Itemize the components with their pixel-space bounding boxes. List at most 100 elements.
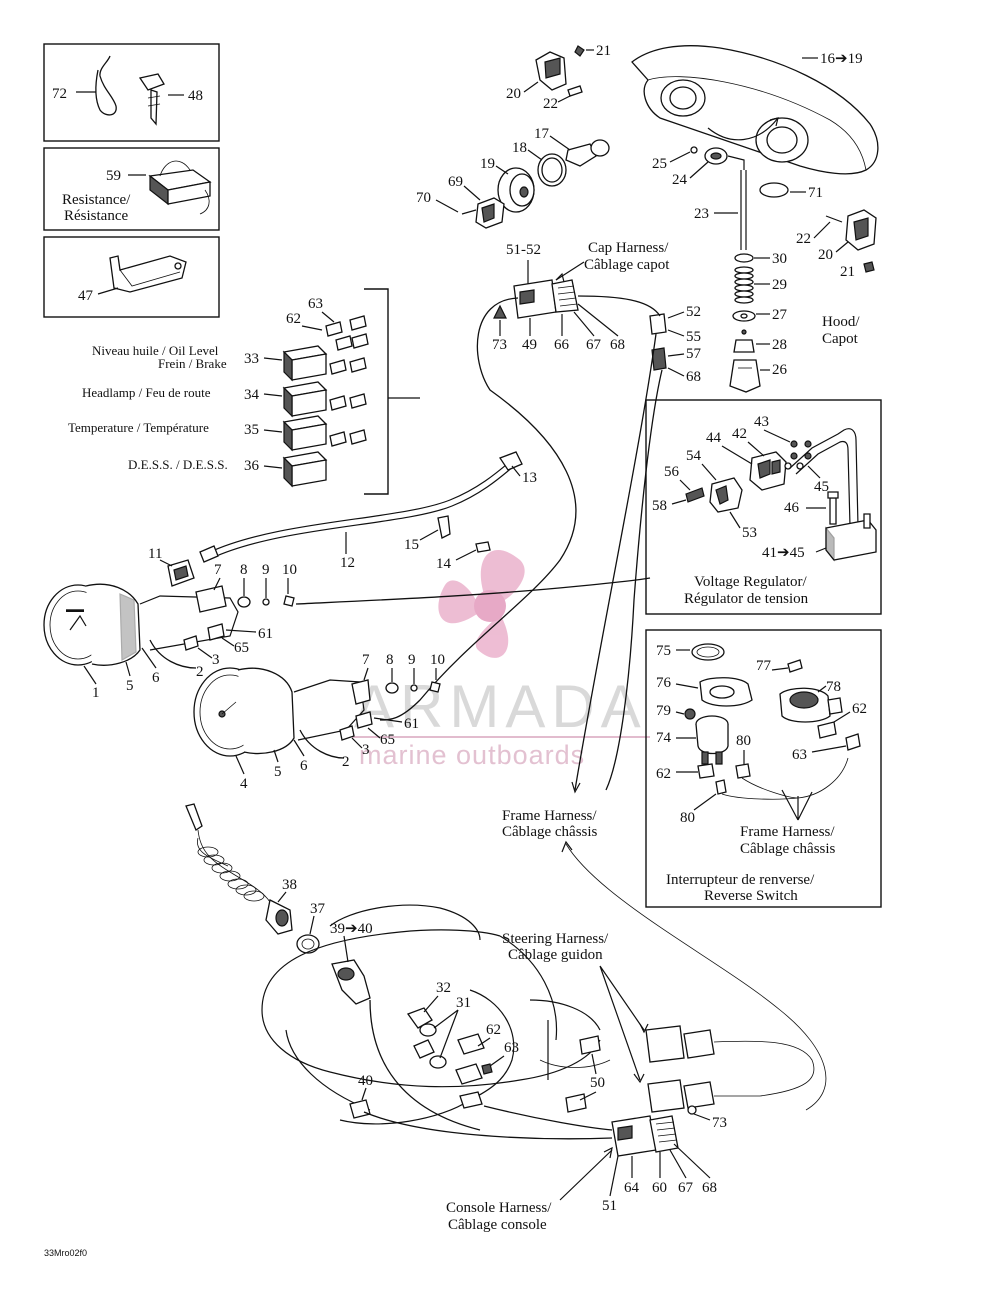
callout-5-lower: 5 — [274, 764, 282, 780]
console-switches: 32 31 62 63 50 40 — [349, 980, 605, 1119]
frame-harness-switch-label-fr: Câblage châssis — [740, 841, 836, 857]
callout-63-switch: 63 — [792, 747, 807, 763]
callout-51-52: 51-52 — [506, 242, 541, 258]
callout-66: 66 — [554, 337, 570, 353]
lamp-oil — [282, 345, 328, 382]
callout-1: 1 — [92, 685, 100, 701]
callout-77: 77 — [756, 658, 772, 674]
callout-22-right: 22 — [796, 231, 811, 247]
callout-7-lower: 7 — [362, 652, 370, 668]
brake-label: Frein / Brake — [158, 356, 227, 371]
callout-63-console: 63 — [504, 1040, 519, 1056]
console-harness-label-fr: Câblage console — [448, 1217, 547, 1233]
voltage-regulator-label-en: Voltage Regulator/ — [694, 574, 807, 590]
callout-60: 60 — [652, 1180, 667, 1196]
callout-76: 76 — [656, 675, 672, 691]
callout-20-right: 20 — [818, 247, 833, 263]
terminals-43 — [784, 440, 812, 470]
drawing-code: 33Mro02f0 — [44, 1248, 87, 1258]
indicator-lamps: 63 62 Niveau huile / Oil Level Frein / B… — [68, 288, 420, 495]
callout-32: 32 — [436, 980, 451, 996]
callout-62-switch-lower: 62 — [656, 766, 671, 782]
callout-9-lower: 9 — [408, 652, 416, 668]
dess-key-assembly: 38 37 39➔40 — [185, 803, 373, 1005]
svg-text:▬▬: ▬▬ — [66, 604, 84, 614]
steering-harness: Steering Harness/ Câblage guidon 73 — [502, 931, 815, 1131]
callout-42: 42 — [732, 426, 747, 442]
callout-61-upper: 61 — [258, 626, 273, 642]
callout-35: 35 — [244, 422, 259, 438]
reverse-switch-box: 75 77 76 78 79 74 80 62 63 62 — [645, 629, 882, 908]
callout-21-right: 21 — [840, 264, 855, 280]
box-resistance: 59 Resistance/ Résistance — [43, 147, 220, 231]
spring-29 — [734, 266, 754, 304]
callout-10-upper: 10 — [282, 562, 297, 578]
callout-67-lower: 67 — [678, 1180, 694, 1196]
gauge-lower: 7 8 9 10 61 65 3 2 4 5 6 — [193, 652, 445, 792]
callout-69: 69 — [448, 174, 463, 190]
callout-62-console: 62 — [486, 1022, 501, 1038]
callout-2-lower: 2 — [342, 754, 350, 770]
callout-18: 18 — [512, 140, 527, 156]
callout-37: 37 — [310, 901, 326, 917]
callout-61-lower: 61 — [404, 716, 419, 732]
callout-51: 51 — [602, 1198, 617, 1214]
gauge-upper: ▬▬ 11 7 8 9 10 61 65 3 2 1 5 6 — [43, 546, 651, 701]
callout-71: 71 — [808, 185, 823, 201]
callout-56: 56 — [664, 464, 680, 480]
headlamp-parts: 21 20 22 17 18 19 69 70 — [416, 43, 611, 229]
callout-47: 47 — [78, 288, 94, 304]
callout-12: 12 — [340, 555, 355, 571]
callout-73-lower: 73 — [712, 1115, 727, 1131]
callout-79: 79 — [656, 703, 671, 719]
hood-label-en: Hood/ — [822, 314, 860, 330]
callout-16-19: 16➔19 — [820, 51, 863, 67]
callout-45: 45 — [814, 479, 829, 495]
callout-59: 59 — [106, 168, 121, 184]
hood-latch-parts: 25 24 23 71 30 29 27 — [652, 146, 877, 393]
lamp-terminals — [325, 315, 369, 447]
callout-41-45: 41➔45 — [762, 545, 805, 561]
voltage-regulator-label-fr: Régulator de tension — [684, 591, 809, 607]
armada-watermark: ARMADA marine outboards — [352, 550, 650, 770]
callout-43: 43 — [754, 414, 769, 430]
callout-34: 34 — [244, 387, 260, 403]
temperature-label: Temperature / Température — [68, 420, 209, 435]
box-bracket: 47 — [43, 236, 220, 318]
cap-harness-connectors: 51-52 Cap Harness/ Câblage capot 73 49 6… — [379, 240, 702, 794]
callout-64: 64 — [624, 1180, 640, 1196]
steering-harness-label-en: Steering Harness/ — [502, 931, 609, 947]
reverse-switch-label-en: Reverse Switch — [704, 888, 798, 904]
callout-65-lower: 65 — [380, 732, 395, 748]
callout-29: 29 — [772, 277, 787, 293]
callout-80-upper: 80 — [736, 733, 751, 749]
callout-53: 53 — [742, 525, 757, 541]
frame-harness: Frame Harness/ Câblage châssis — [502, 808, 827, 1111]
callout-22-top: 22 — [543, 96, 558, 112]
callout-65-upper: 65 — [234, 640, 249, 656]
hood-assembly: 16➔19 — [631, 45, 879, 175]
callout-49: 49 — [522, 337, 537, 353]
callout-19: 19 — [480, 156, 495, 172]
box-fasteners: 72 48 — [43, 43, 220, 142]
callout-46: 46 — [784, 500, 800, 516]
callout-74: 74 — [656, 730, 672, 746]
console-harness: 64 60 67 68 51 Console Harness/ Câblage … — [363, 999, 717, 1233]
callout-68-top: 68 — [610, 337, 625, 353]
callout-40: 40 — [358, 1073, 373, 1089]
callout-13: 13 — [522, 470, 537, 486]
callout-72: 72 — [52, 86, 67, 102]
steering-harness-label-fr: Câblage guidon — [508, 947, 603, 963]
callout-6-upper: 6 — [152, 670, 160, 686]
callout-44: 44 — [706, 430, 722, 446]
callout-7-upper: 7 — [214, 562, 222, 578]
cap-harness-label-fr: Câblage capot — [584, 257, 670, 273]
callout-54: 54 — [686, 448, 702, 464]
console-harness-label-en: Console Harness/ — [446, 1200, 552, 1216]
callout-70: 70 — [416, 190, 431, 206]
callout-38: 38 — [282, 877, 297, 893]
callout-11: 11 — [148, 546, 162, 562]
speedometer-cable: 13 12 15 14 — [199, 451, 537, 572]
callout-24: 24 — [672, 172, 688, 188]
